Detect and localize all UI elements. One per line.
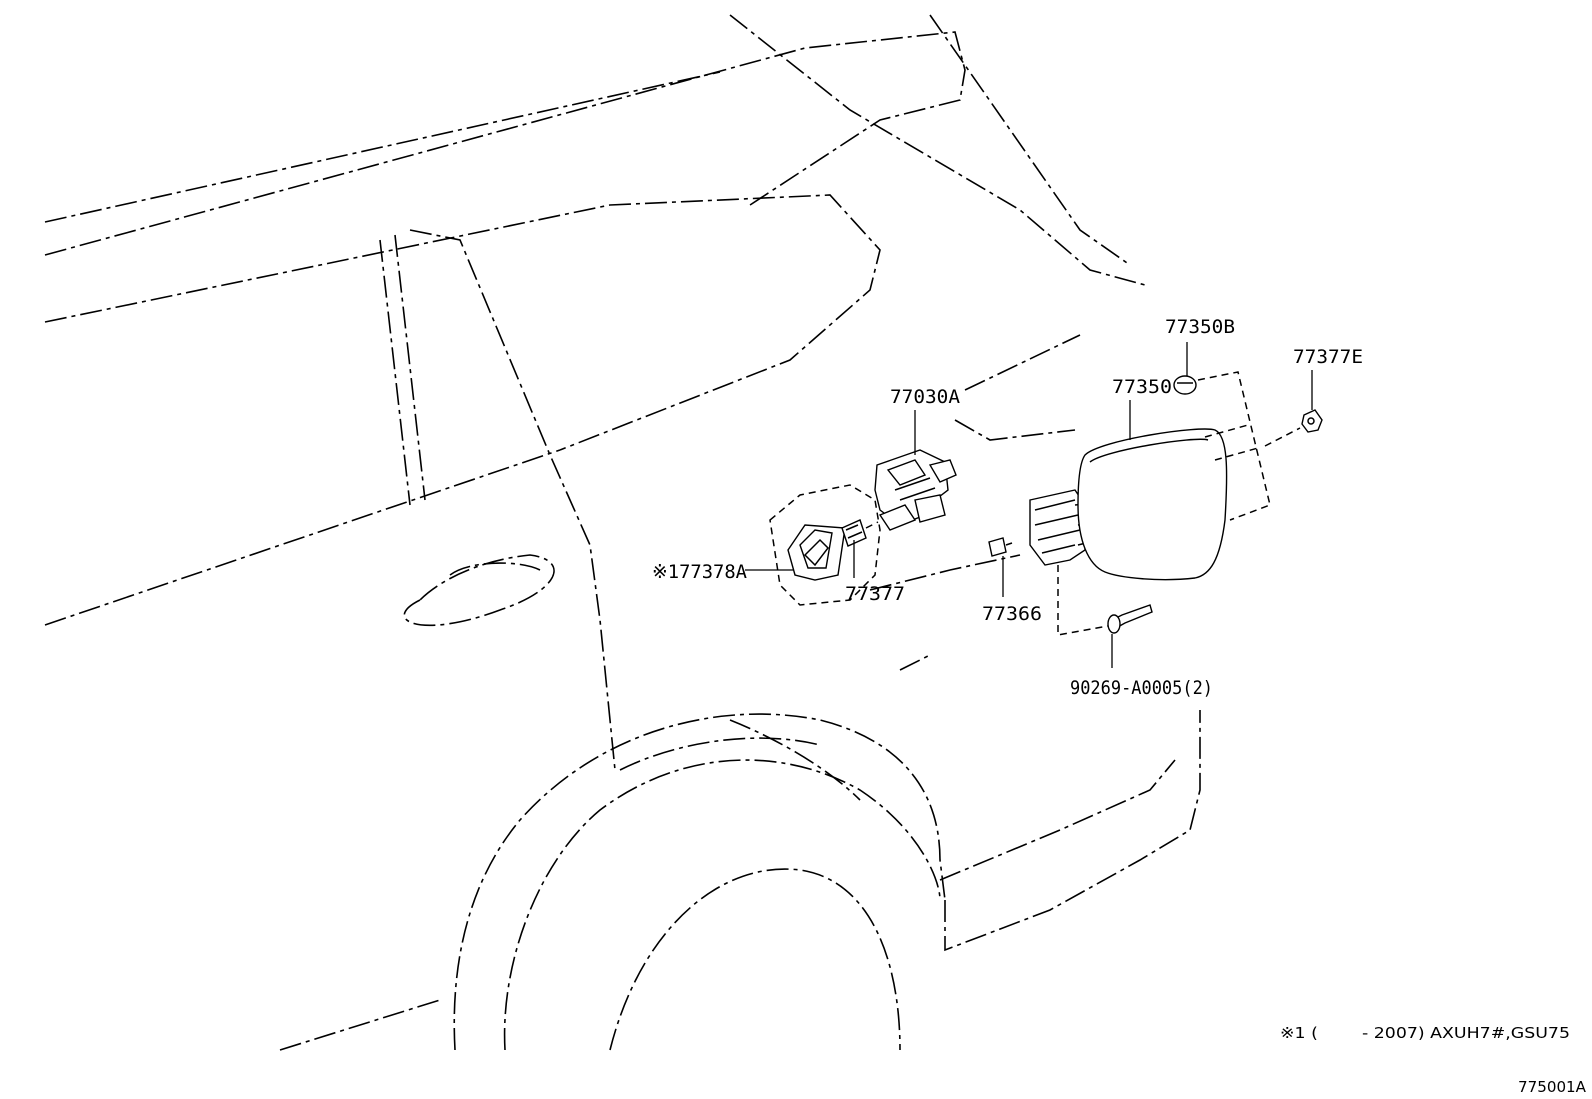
- label-77377E: 77377E: [1293, 346, 1363, 368]
- label-77377: 77377: [845, 583, 905, 605]
- label-77350: 77350: [1112, 376, 1172, 398]
- part-77350-fuel-lid: [1029, 428, 1228, 581]
- label-77378A: ※177378A: [652, 561, 748, 583]
- part-77378A-opening-box: [769, 484, 881, 606]
- applicability-footnote: ※1 ( - 2007) AXUH7#,GSU75: [1280, 1024, 1570, 1042]
- label-90269-A0005: 90269-A0005(2): [1070, 677, 1213, 699]
- vehicle-body-outline: [44, 14, 1201, 1051]
- part-77377-bushing: [841, 519, 879, 547]
- part-77366-clip: [988, 537, 1013, 557]
- diagram-code: 775001A: [1518, 1078, 1587, 1096]
- label-77366: 77366: [982, 603, 1042, 625]
- part-77030A-lid-lock-actuator: [874, 449, 957, 531]
- label-77350B: 77350B: [1165, 316, 1235, 338]
- part-77377E-nut: [1301, 409, 1323, 433]
- part-90269-A0005-screw: [1107, 604, 1153, 634]
- part-labels: 77350B 77377E 77350 77030A ※177378A 7737…: [652, 316, 1363, 699]
- leader-lines: [745, 342, 1313, 668]
- part-77350B-cushion: [1173, 375, 1197, 395]
- label-77030A: 77030A: [890, 386, 961, 408]
- assembly-guide-lines: [1057, 371, 1301, 636]
